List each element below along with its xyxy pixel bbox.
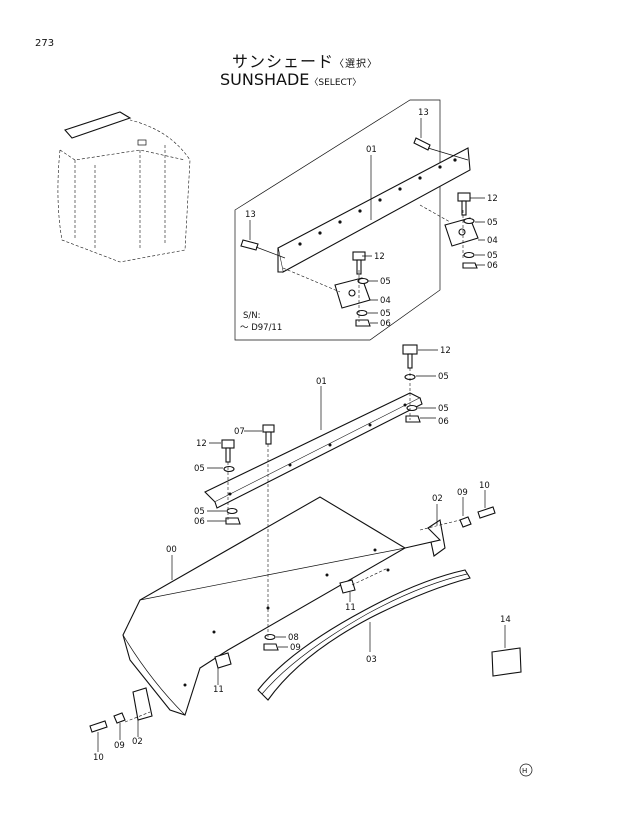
label-05-lower-left-a: 05 [194, 464, 205, 474]
label-02-right: 02 [432, 494, 443, 504]
label-11-left: 11 [213, 685, 224, 695]
label-01-upper: 01 [366, 145, 377, 155]
corner-mark-circle [519, 763, 533, 777]
label-05-upper-right-b: 05 [487, 251, 498, 261]
label-05-lower-right-b: 05 [438, 404, 449, 414]
cab-thumbnail [57, 111, 191, 263]
label-09-center: 09 [290, 643, 301, 653]
corner-mark: H [522, 767, 527, 775]
label-13-left: 13 [245, 210, 256, 220]
label-14: 14 [500, 615, 511, 625]
label-07: 07 [234, 427, 245, 437]
title-japanese: サンシェード〈選択〉 [232, 52, 379, 71]
label-12-upper-left: 12 [374, 252, 385, 262]
label-11-center: 11 [345, 603, 356, 613]
label-03-weatherstrip: 03 [366, 655, 377, 665]
label-09-left: 09 [114, 741, 125, 751]
label-13-top: 13 [418, 108, 429, 118]
label-05-upper-right-a: 05 [487, 218, 498, 228]
label-10-right: 10 [479, 481, 490, 491]
label-12-lower-left: 12 [196, 439, 207, 449]
label-00-sunshade: 00 [166, 545, 177, 555]
label-06-lower-right: 06 [438, 417, 449, 427]
label-12-upper-right: 12 [487, 194, 498, 204]
page-number: 273 [35, 38, 55, 49]
label-01-lower: 01 [316, 377, 327, 387]
label-10-left: 10 [93, 753, 104, 763]
label-04-upper-left: 04 [380, 296, 391, 306]
label-05-upper-left-b: 05 [380, 309, 391, 319]
title-japanese-sub: 〈選択〉 [334, 59, 379, 70]
label-05-lower-left-b: 05 [194, 507, 205, 517]
label-05-lower-right-a: 05 [438, 372, 449, 382]
label-04-upper-right: 04 [487, 236, 498, 246]
upper-inset-frame [234, 99, 485, 341]
title-english: SUNSHADE〈SELECT〉 [220, 70, 362, 89]
label-12-lower-right: 12 [440, 346, 451, 356]
lower-assembly [89, 344, 522, 752]
label-09-right: 09 [457, 488, 468, 498]
label-02-left: 02 [132, 737, 143, 747]
title-english-sub: 〈SELECT〉 [309, 78, 362, 88]
label-06-lower-left: 06 [194, 517, 205, 527]
label-05-upper-left-a: 05 [380, 277, 391, 287]
label-06-upper-left: 06 [380, 319, 391, 329]
serial-note-line2: ～ D97/11 [240, 323, 282, 333]
label-06-upper-right: 06 [487, 261, 498, 271]
label-08: 08 [288, 633, 299, 643]
serial-note-line1: S/N: [243, 311, 260, 321]
